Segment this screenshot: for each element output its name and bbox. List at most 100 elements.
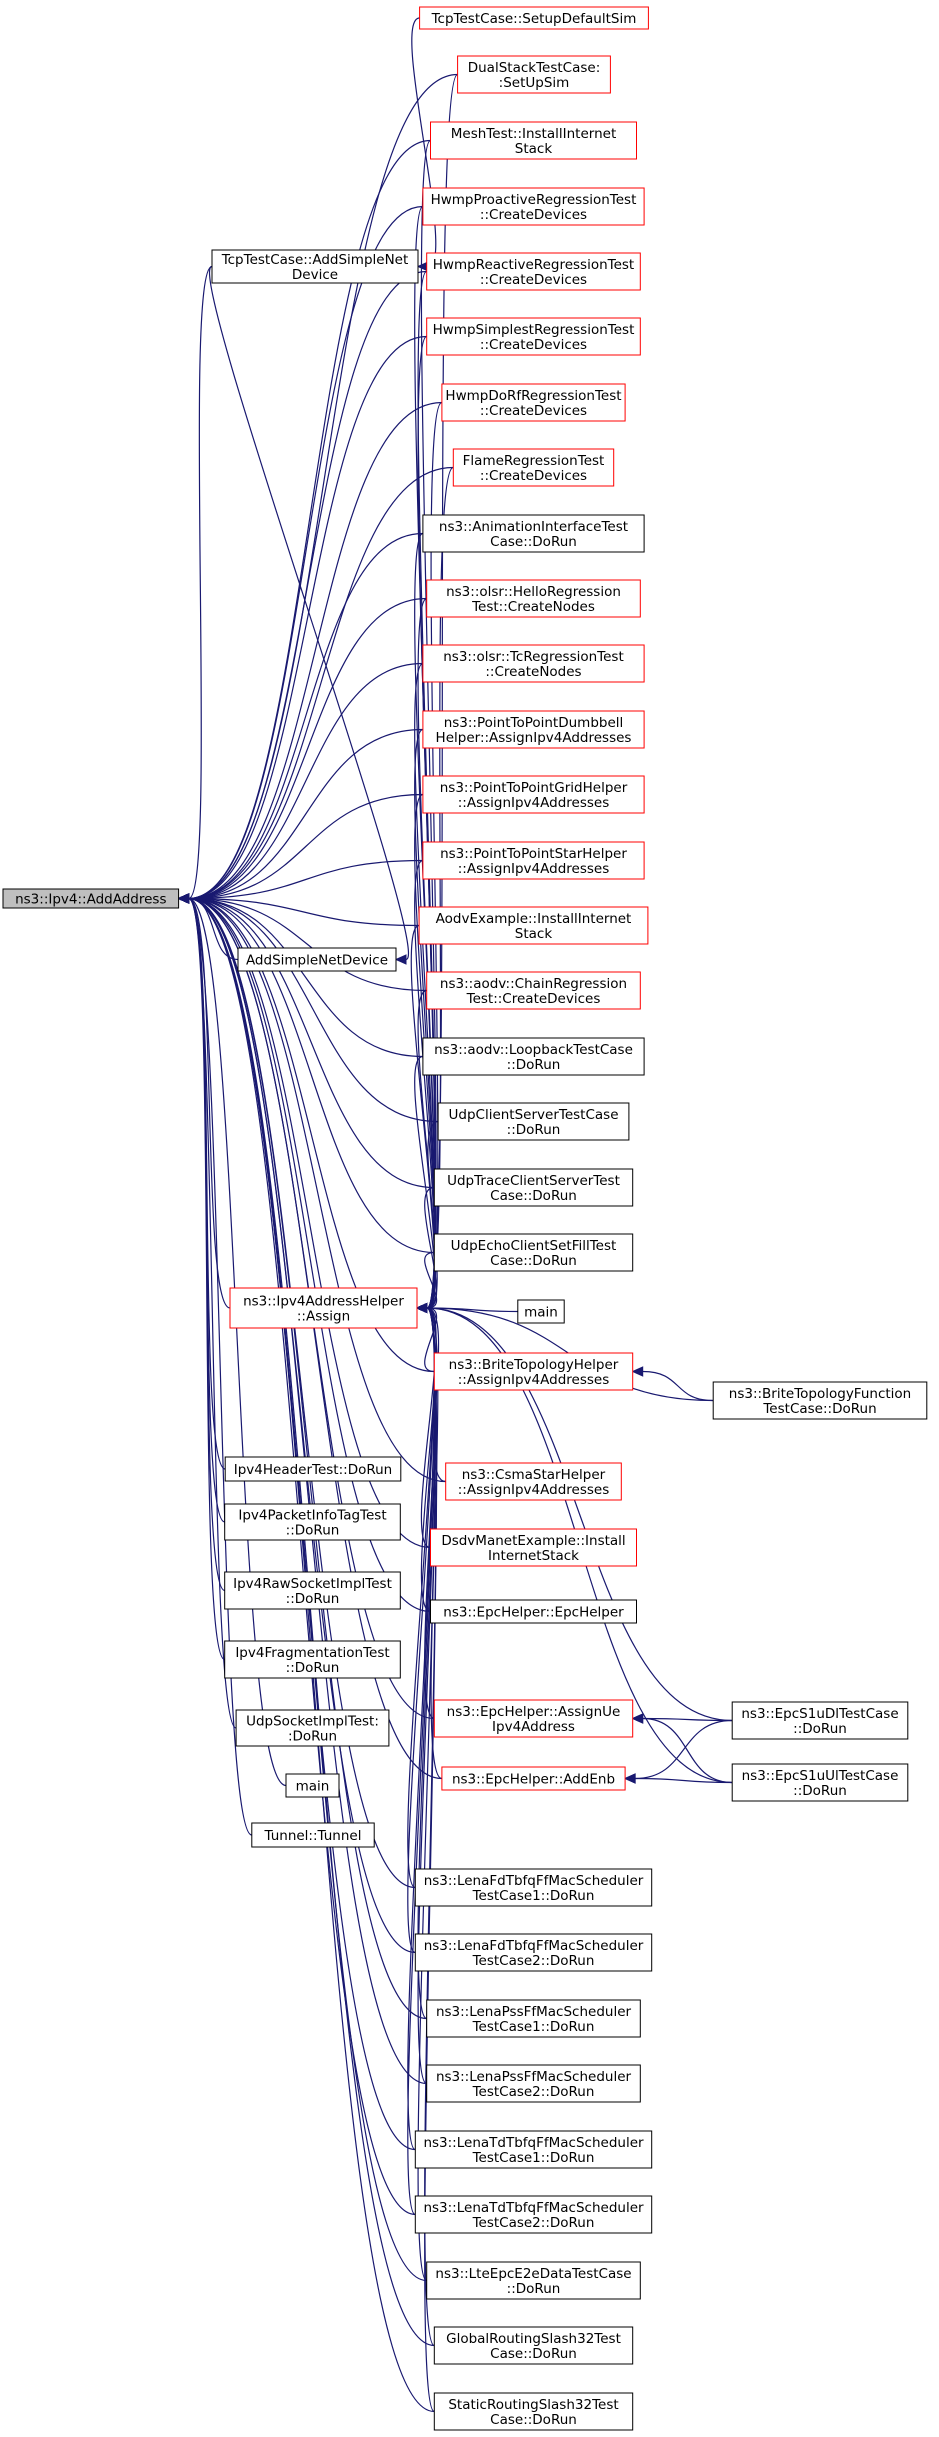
- node-epc-s1dl[interactable]: ns3::EpcS1uDlTestCase::DoRun: [731, 1701, 909, 1740]
- node-box: [433, 1352, 634, 1391]
- node-flame[interactable]: FlameRegressionTest::CreateDevices: [452, 448, 615, 487]
- node-label: ns3::aodv::ChainRegression: [440, 976, 627, 992]
- node-label: Stack: [515, 926, 553, 942]
- edge-anim-to-root: [188, 532, 423, 900]
- node-label: ns3::Ipv4::AddAddress: [15, 892, 166, 908]
- node-raw-sock[interactable]: Ipv4RawSocketImplTest::DoRun: [224, 1571, 401, 1610]
- node-box: [224, 1503, 401, 1541]
- node-pkt-info[interactable]: Ipv4PacketInfoTagTest::DoRun: [224, 1503, 401, 1541]
- node-dual[interactable]: DualStackTestCase::SetUpSim: [457, 55, 611, 94]
- node-label: ::AssignIpv4Addresses: [458, 795, 610, 811]
- edge-udp_echo-to-assign: [424, 1251, 438, 1309]
- node-label: TcpTestCase::SetupDefaultSim: [431, 11, 637, 27]
- node-box: [517, 1299, 565, 1324]
- edge-epc_s1dl-to-epc_assign: [642, 1717, 733, 1722]
- node-lena-td1[interactable]: ns3::LenaTdTbfqFfMacSchedulerTestCase1::…: [414, 2130, 653, 2169]
- node-epc-helper[interactable]: ns3::EpcHelper::EpcHelper: [430, 1599, 637, 1624]
- node-box: [422, 514, 645, 553]
- node-box: [235, 1709, 390, 1747]
- node-olsr-tc[interactable]: ns3::olsr::TcRegressionTest::CreateNodes: [422, 644, 645, 683]
- node-label: ::CreateDevices: [480, 207, 587, 223]
- node-label: ns3::PointToPointStarHelper: [440, 846, 627, 862]
- node-box: [224, 1571, 401, 1610]
- node-epc-enb[interactable]: ns3::EpcHelper::AddEnb: [441, 1766, 626, 1791]
- node-lena-pss2[interactable]: ns3::LenaPssFfMacSchedulerTestCase2::DoR…: [426, 2064, 641, 2103]
- node-box: [426, 579, 641, 618]
- node-p2p-grid[interactable]: ns3::PointToPointGridHelper::AssignIpv4A…: [422, 775, 645, 814]
- node-tcp-setup[interactable]: TcpTestCase::SetupDefaultSim: [419, 6, 649, 30]
- node-brite-func[interactable]: ns3::BriteTopologyFunctionTestCase::DoRu…: [712, 1381, 928, 1420]
- arrowhead: [394, 954, 407, 965]
- node-label: ns3::AnimationInterfaceTest: [439, 519, 628, 535]
- node-label: Tunnel::Tunnel: [264, 1828, 362, 1844]
- node-lena-td2[interactable]: ns3::LenaTdTbfqFfMacSchedulerTestCase2::…: [414, 2195, 653, 2234]
- node-label: ns3::CsmaStarHelper: [462, 1467, 606, 1483]
- node-label: ns3::LenaPssFfMacScheduler: [436, 2069, 632, 2085]
- edge-hwmp_dorf-to-root: [188, 401, 442, 900]
- node-label: StaticRoutingSlash32Test: [448, 2397, 618, 2413]
- node-label: Test::CreateNodes: [471, 599, 595, 615]
- node-hwmp-dorf[interactable]: HwmpDoRfRegressionTest::CreateDevices: [441, 383, 626, 422]
- node-csma-star[interactable]: ns3::CsmaStarHelper::AssignIpv4Addresses: [445, 1462, 622, 1501]
- node-box: [422, 841, 645, 880]
- node-aodv-loop[interactable]: ns3::aodv::LoopbackTestCase::DoRun: [422, 1037, 645, 1076]
- node-label: ::DoRun: [793, 1783, 847, 1799]
- node-hwmp-simp[interactable]: HwmpSimplestRegressionTest::CreateDevice…: [426, 317, 641, 356]
- edge-epc_s1ul-to-epc_assign: [642, 1717, 733, 1784]
- node-box: [229, 1287, 418, 1329]
- edge-aodv_chain-to-root: [188, 897, 427, 992]
- node-box: [731, 1701, 909, 1740]
- node-frag[interactable]: Ipv4FragmentationTest::DoRun: [224, 1640, 401, 1679]
- node-hdr-test[interactable]: Ipv4HeaderTest::DoRun: [224, 1456, 402, 1482]
- node-epc-s1ul[interactable]: ns3::EpcS1uUlTestCase::DoRun: [731, 1763, 909, 1802]
- node-aodv-chain[interactable]: ns3::aodv::ChainRegressionTest::CreateDe…: [426, 971, 641, 1010]
- node-add-simple[interactable]: AddSimpleNetDevice: [237, 947, 397, 972]
- node-hwmp-pro[interactable]: HwmpProactiveRegressionTest::CreateDevic…: [422, 187, 645, 226]
- edge-epc_s1dl-to-epc_enb: [635, 1719, 733, 1780]
- node-box: [445, 1462, 622, 1501]
- node-lena-pss1[interactable]: ns3::LenaPssFfMacSchedulerTestCase1::DoR…: [426, 1999, 641, 2038]
- node-label: ::CreateDevices: [480, 337, 587, 353]
- node-label: TestCase1::DoRun: [472, 2019, 595, 2035]
- edge-glob_slash-to-root: [188, 897, 435, 2347]
- edge-epc_s1ul-to-epc_enb: [635, 1777, 733, 1784]
- node-lena-fd1[interactable]: ns3::LenaFdTbfqFfMacSchedulerTestCase1::…: [414, 1868, 653, 1907]
- node-label: ns3::LenaTdTbfqFfMacScheduler: [423, 2135, 644, 2151]
- node-main-a[interactable]: main: [285, 1773, 340, 1798]
- node-label: Ipv4HeaderTest::DoRun: [234, 1462, 393, 1478]
- node-box: [211, 249, 419, 284]
- node-brite-helper[interactable]: ns3::BriteTopologyHelper::AssignIpv4Addr…: [433, 1352, 634, 1391]
- edge-tunnel-to-root: [188, 897, 253, 1836]
- node-root[interactable]: ns3::Ipv4::AddAddress: [2, 888, 180, 909]
- node-label: main: [524, 1305, 558, 1321]
- node-main-b[interactable]: main: [517, 1299, 565, 1324]
- node-olsr-hello[interactable]: ns3::olsr::HelloRegressionTest::CreateNo…: [426, 579, 641, 618]
- edge-p2p_dumb-to-root: [188, 728, 423, 900]
- node-assign[interactable]: ns3::Ipv4AddressHelper::Assign: [229, 1287, 418, 1329]
- node-label: HwmpSimplestRegressionTest: [433, 322, 635, 338]
- node-udp-cs[interactable]: UdpClientServerTestCase::DoRun: [437, 1102, 630, 1141]
- node-lena-fd2[interactable]: ns3::LenaFdTbfqFfMacSchedulerTestCase2::…: [414, 1933, 653, 1972]
- node-hwmp-re[interactable]: HwmpReactiveRegressionTest::CreateDevice…: [426, 252, 641, 291]
- node-box: [441, 383, 626, 422]
- node-tcp-add[interactable]: TcpTestCase::AddSimpleNetDevice: [211, 249, 419, 284]
- arrowhead: [177, 893, 190, 904]
- edge-udp_sock-to-root: [188, 897, 237, 1729]
- node-lte-e2e[interactable]: ns3::LteEpcE2eDataTestCase::DoRun: [426, 2261, 641, 2300]
- node-p2p-dumb[interactable]: ns3::PointToPointDumbbellHelper::AssignI…: [422, 710, 645, 749]
- node-label: HwmpProactiveRegressionTest: [431, 192, 637, 208]
- node-p2p-star[interactable]: ns3::PointToPointStarHelper::AssignIpv4A…: [422, 841, 645, 880]
- node-tunnel[interactable]: Tunnel::Tunnel: [251, 1822, 375, 1848]
- edge-csma_star-to-root: [188, 897, 446, 1483]
- arrowhead: [623, 1773, 636, 1784]
- node-udp-sock[interactable]: UdpSocketImplTest::DoRun: [235, 1709, 390, 1747]
